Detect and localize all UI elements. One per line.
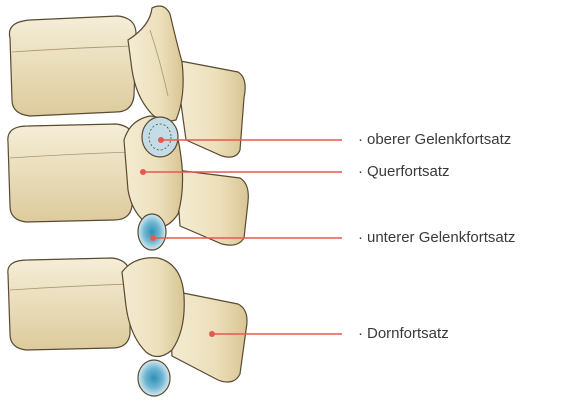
label-text: oberer Gelenkfortsatz bbox=[367, 131, 511, 148]
leader-dot-dorn bbox=[209, 331, 215, 337]
label-unterer-gelenkfortsatz: ·unterer Gelenkfortsatz bbox=[358, 229, 515, 247]
bullet: · bbox=[358, 325, 363, 342]
label-oberer-gelenkfortsatz: ·oberer Gelenkfortsatz bbox=[358, 131, 511, 149]
label-text: Querfortsatz bbox=[367, 163, 450, 180]
bullet: · bbox=[358, 163, 363, 180]
bullet: · bbox=[358, 131, 363, 148]
bullet: · bbox=[358, 229, 363, 246]
leader-dot-unterer bbox=[150, 235, 156, 241]
lower-vertebra bbox=[8, 258, 247, 396]
label-querfortsatz: ·Querfortsatz bbox=[358, 163, 450, 181]
label-dornfortsatz: ·Dornfortsatz bbox=[358, 325, 449, 343]
label-text: unterer Gelenkfortsatz bbox=[367, 229, 515, 246]
label-text: Dornfortsatz bbox=[367, 325, 449, 342]
leader-dot-quer bbox=[140, 169, 146, 175]
leader-dot-oberer bbox=[158, 137, 164, 143]
